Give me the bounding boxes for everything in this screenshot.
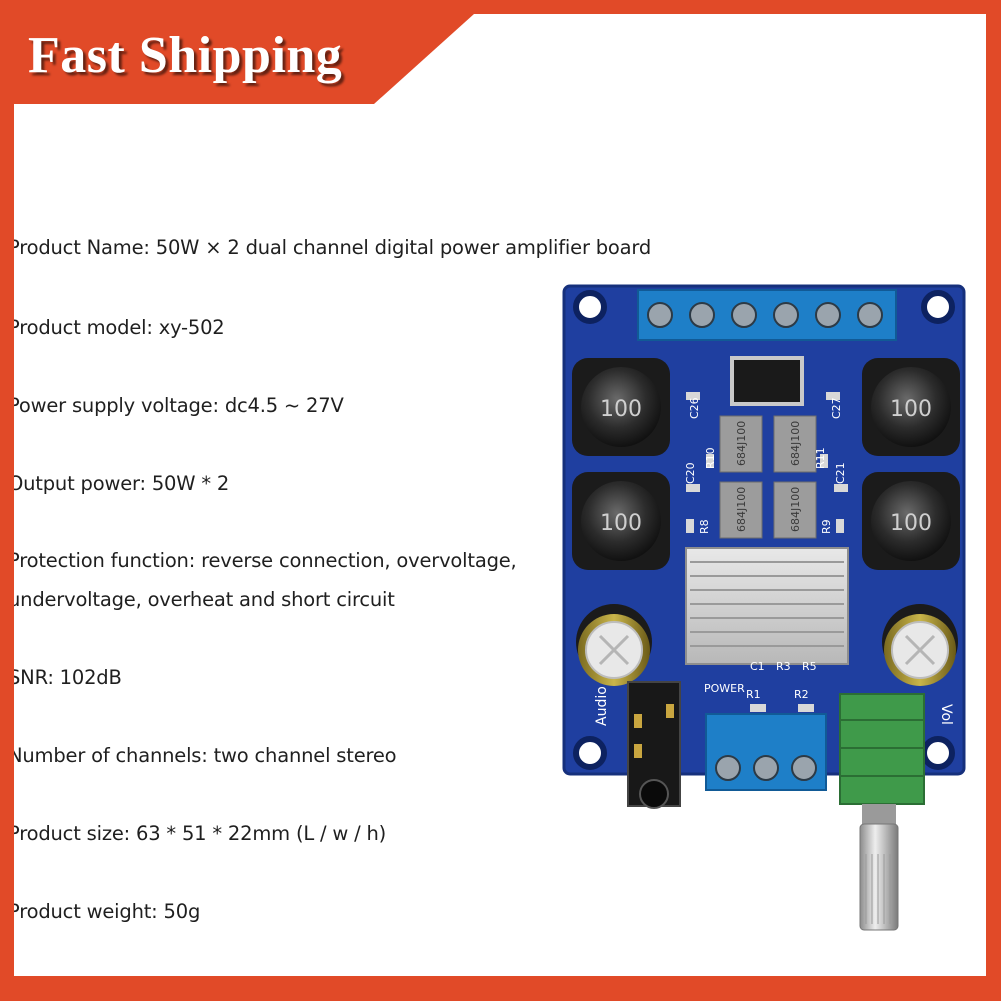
electrolytic-capacitors [576, 604, 958, 686]
spec-protection-line1: Protection function: reverse connection,… [14, 549, 517, 572]
spec-snr: SNR: 102dB [14, 666, 122, 689]
banner-shape [14, 14, 474, 104]
banner-title: Fast Shipping [28, 27, 343, 84]
svg-text:100: 100 [600, 511, 642, 536]
top-terminal-block [637, 289, 897, 341]
svg-text:Audio: Audio [594, 686, 610, 726]
svg-text:R10: R10 [704, 447, 717, 469]
svg-text:684J100: 684J100 [735, 421, 748, 466]
svg-text:R1: R1 [746, 688, 761, 701]
product-image-panel: Fast Shipping Product Name: 50W × 2 dual… [14, 14, 986, 976]
spec-product-size: Product size: 63 * 51 * 22mm (L / w / h) [14, 822, 387, 845]
svg-text:C21: C21 [834, 462, 847, 484]
spec-output-power: Output power: 50W * 2 [14, 472, 230, 495]
spec-product-model: Product model: xy-502 [14, 316, 225, 339]
spec-supply-voltage: Power supply voltage: dc4.5 ~ 27V [14, 394, 344, 417]
svg-text:684J100: 684J100 [789, 487, 802, 532]
spec-channels: Number of channels: two channel stereo [14, 744, 397, 767]
inductors: 100 100 100 100 [572, 358, 960, 570]
spec-protection-line2: undervoltage, overheat and short circuit [14, 588, 395, 611]
svg-text:R3: R3 [776, 660, 791, 673]
svg-text:R11: R11 [814, 447, 827, 469]
fast-shipping-banner: Fast Shipping [14, 14, 474, 114]
svg-text:C1: C1 [750, 660, 765, 673]
svg-text:C26: C26 [688, 397, 701, 419]
svg-text:C20: C20 [684, 462, 697, 484]
svg-text:684J100: 684J100 [789, 421, 802, 466]
amplifier-board-image: 100 100 100 100 684J100 684J100 684J100 … [562, 284, 966, 931]
svg-text:100: 100 [600, 397, 642, 422]
svg-text:100: 100 [890, 511, 932, 536]
svg-text:R9: R9 [820, 519, 833, 534]
svg-text:R8: R8 [698, 519, 711, 534]
heatsink [685, 547, 849, 665]
svg-text:R5: R5 [802, 660, 817, 673]
svg-text:Vol: Vol [938, 704, 954, 725]
spec-product-weight: Product weight: 50g [14, 900, 201, 923]
svg-text:100: 100 [890, 397, 932, 422]
svg-text:C27: C27 [830, 397, 843, 419]
svg-text:684J100: 684J100 [735, 487, 748, 532]
spec-product-name: Product Name: 50W × 2 dual channel digit… [14, 236, 652, 259]
svg-text:POWER: POWER [704, 682, 745, 695]
svg-text:R2: R2 [794, 688, 809, 701]
